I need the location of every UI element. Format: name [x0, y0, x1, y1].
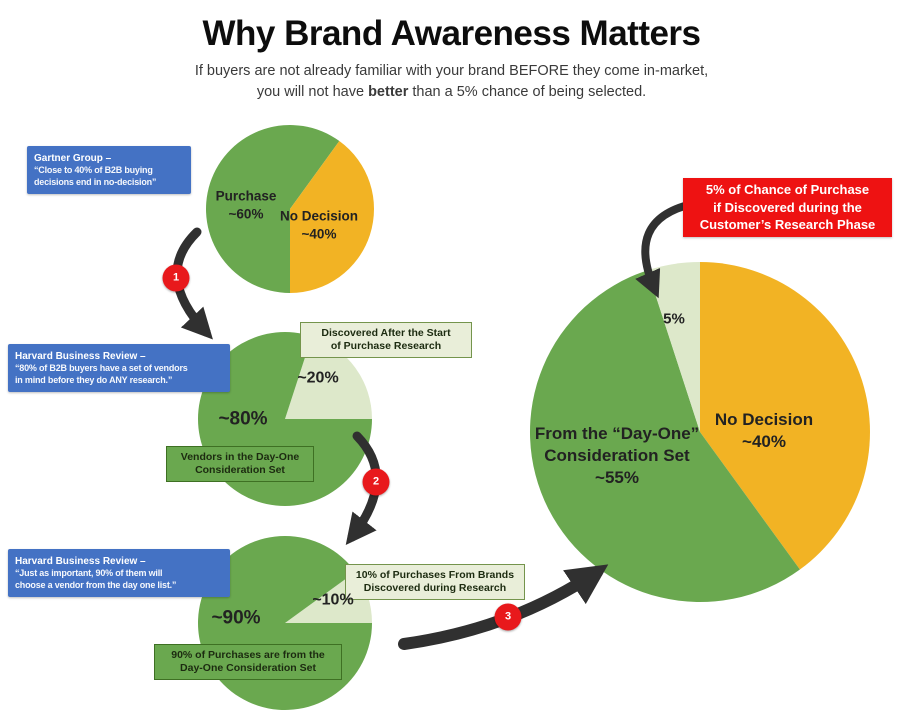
pie1-slice-1: [205, 125, 340, 293]
callout-hbr-1: Harvard Business Review – “80% of B2B bu…: [8, 344, 230, 393]
step-badge-3: 3: [494, 603, 522, 631]
subtitle-line-2: you will not have better than a 5% chanc…: [256, 84, 647, 101]
step-badge-1: 1: [162, 264, 190, 292]
callout-research-phase: 5% of Chance of Purchase if Discovered d…: [683, 178, 892, 237]
pie4-slice-1: [700, 262, 870, 570]
callout-source: Harvard Business Review –: [15, 556, 146, 567]
pie4-5pct-label: 5%: [663, 310, 685, 328]
pie3-90pct-label: ~90%: [211, 607, 261, 629]
pie1-purchase-label: Purchase ~60%: [215, 188, 277, 221]
pie2-vendors-tag: Vendors in the Day-One Consideration Set: [166, 446, 314, 483]
pie1-slice-2: [290, 141, 374, 293]
pie4-day-one-label: From the “Day-One” Consideration Set ~55…: [534, 423, 700, 488]
callout-quote: “Close to 40% of B2B buying decisions en…: [34, 165, 157, 187]
pie-chart-buying-outcomes: [205, 125, 374, 293]
callout-quote: “80% of B2B buyers have a set of vendors…: [15, 363, 188, 385]
pie-chart-final-outcome: [529, 262, 870, 603]
pie2-80pct-label: ~80%: [218, 408, 268, 430]
callout-gartner: Gartner Group – “Close to 40% of B2B buy…: [27, 146, 191, 195]
pie2-20pct-label: ~20%: [297, 369, 339, 387]
subtitle-line-1: If buyers are not already familiar with …: [194, 63, 709, 79]
page-title: Why Brand Awareness Matters: [202, 14, 701, 53]
research-phase-arrow-icon: [635, 200, 696, 299]
callout-quote: “Just as important, 90% of them will cho…: [15, 568, 177, 590]
pie3-discovered-tag: 10% of Purchases From Brands Discovered …: [345, 564, 525, 601]
pie4-slice-3: [647, 262, 700, 432]
callout-hbr-2: Harvard Business Review – “Just as impor…: [8, 549, 230, 598]
pie3-purchases-tag: 90% of Purchases are from the Day-One Co…: [154, 644, 342, 681]
pie4-no-decision-label: No Decision ~40%: [714, 409, 814, 451]
page-subtitle: If buyers are not already familiar with …: [0, 61, 903, 103]
pie3-10pct-label: ~10%: [312, 591, 354, 609]
callout-source: Harvard Business Review –: [15, 351, 146, 362]
pie2-discovered-tag: Discovered After the Start of Purchase R…: [300, 322, 472, 359]
pie4-slice-2: [529, 270, 800, 603]
pie1-no-decision-label: No Decision ~40%: [279, 208, 359, 241]
callout-source: Gartner Group –: [34, 153, 112, 164]
step-badge-2: 2: [362, 468, 390, 496]
